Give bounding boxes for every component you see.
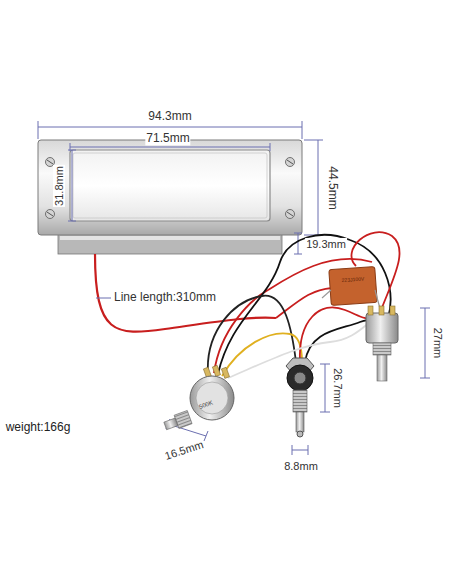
output-jack xyxy=(286,358,314,437)
harness-wires xyxy=(208,232,400,378)
dimension-label: 94.3mm xyxy=(147,110,192,123)
capacitor-marking: 223J100V xyxy=(341,276,366,283)
capacitor xyxy=(322,266,382,316)
potentiometer xyxy=(163,365,234,432)
dimension-label: 26.7mm xyxy=(332,367,344,409)
pickup-lead xyxy=(95,254,276,332)
dimension-label: 19.3mm xyxy=(305,238,347,250)
pot-value: 500K xyxy=(197,399,214,411)
leader-line xyxy=(96,298,111,299)
weight-label: weight:166g xyxy=(5,421,72,434)
dimension-label: 27mm xyxy=(432,327,444,360)
potentiometer xyxy=(366,306,398,381)
dimension-label: 16.5mm xyxy=(162,438,205,462)
dimension-label: 31.8mm xyxy=(53,165,65,207)
dimension-label: 44.5mm xyxy=(325,165,338,210)
dimension-label: 71.5mm xyxy=(145,132,190,145)
dimension-label: 8.8mm xyxy=(283,460,319,472)
lead-length-label: Line length:310mm xyxy=(113,291,217,304)
dimension-lines xyxy=(38,121,430,455)
humbucker-pickup xyxy=(38,140,302,254)
